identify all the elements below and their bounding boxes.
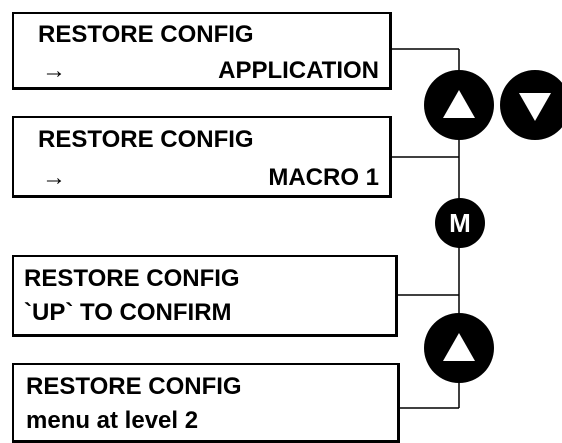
up-button[interactable] [424, 70, 494, 140]
m-button[interactable]: M [435, 198, 485, 248]
screen-line2: `UP` TO CONFIRM [24, 299, 232, 326]
arrow-glyph: → [42, 57, 66, 84]
screen-line1: RESTORE CONFIG [26, 373, 242, 400]
m-button-label: M [449, 208, 471, 238]
down-button[interactable] [500, 70, 562, 140]
arrow-glyph: → [42, 164, 66, 191]
screen-line1: RESTORE CONFIG [38, 21, 254, 48]
display-screen-confirm: RESTORE CONFIG `UP` TO CONFIRM [12, 255, 398, 337]
up-button-confirm[interactable] [424, 313, 494, 383]
screen-line2: menu at level 2 [26, 407, 199, 434]
up-triangle-icon [443, 90, 475, 118]
screen-line1: RESTORE CONFIG [38, 126, 254, 153]
screen-value: APPLICATION [218, 57, 379, 84]
display-screen-application: RESTORE CONFIG → APPLICATION [12, 12, 392, 90]
display-screen-level2: RESTORE CONFIG menu at level 2 [12, 363, 400, 443]
screen-value: MACRO 1 [268, 164, 379, 191]
screen-line1: RESTORE CONFIG [24, 265, 240, 292]
display-screen-macro: RESTORE CONFIG → MACRO 1 [12, 116, 392, 198]
up-triangle-icon [443, 333, 475, 361]
down-triangle-icon [519, 93, 551, 121]
